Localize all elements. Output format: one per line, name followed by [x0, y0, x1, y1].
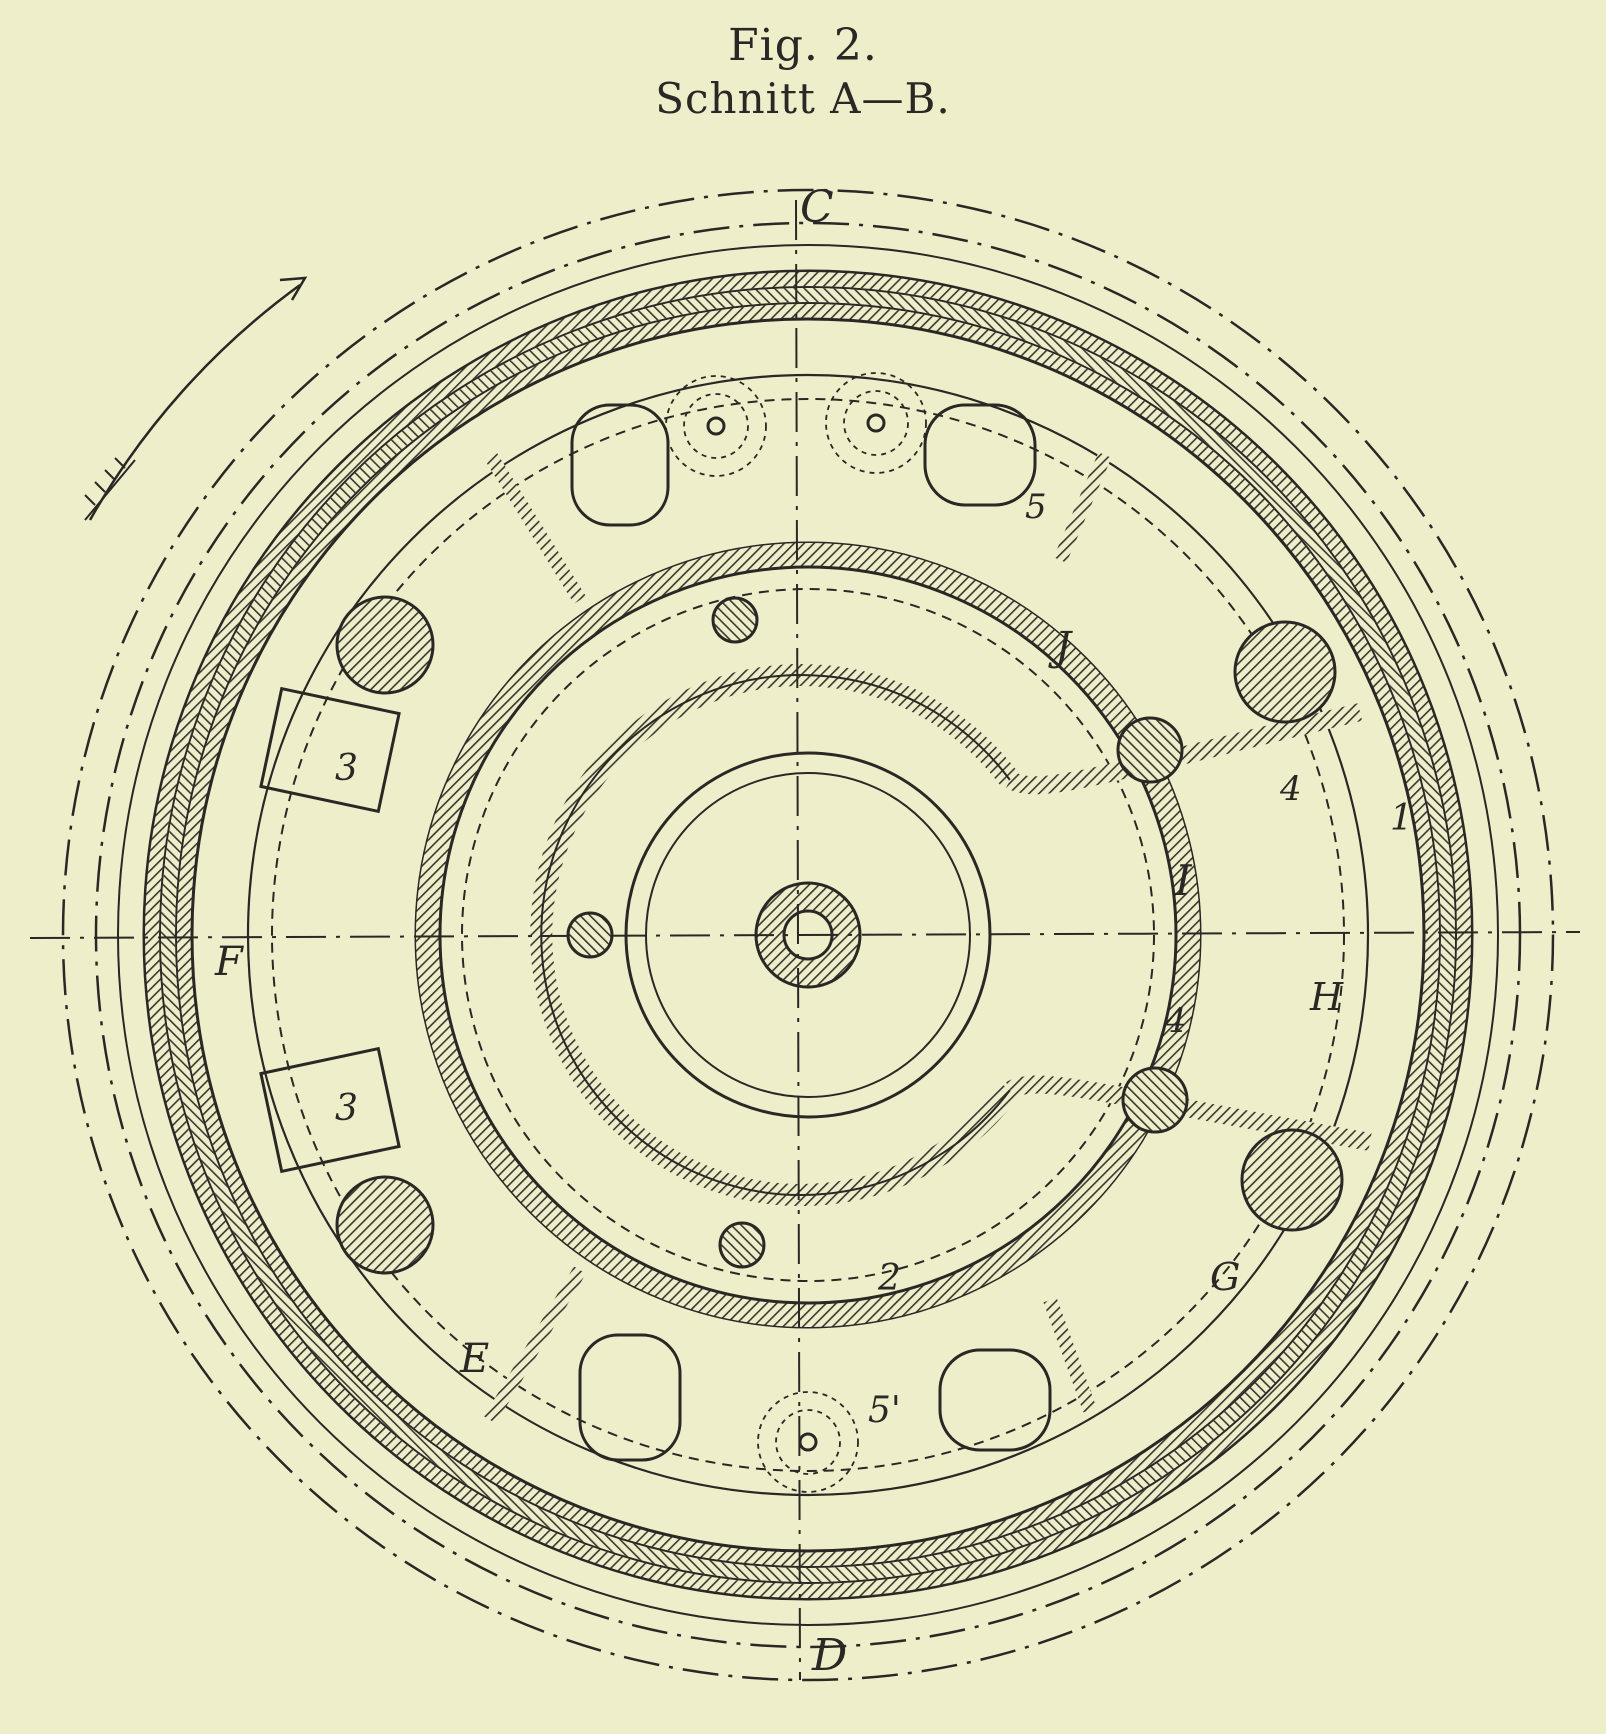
- window-top-right: [923, 403, 1037, 507]
- window-bottom-right: [938, 1348, 1052, 1452]
- window-top-left: [570, 403, 670, 527]
- outer-drum-ring: [142, 269, 1474, 1601]
- window-bottom-left: [578, 1333, 682, 1462]
- centerline-vertical: [795, 199, 801, 1681]
- centerline-horizontal: [29, 931, 1581, 939]
- label-3b: 3: [335, 1088, 358, 1129]
- label-F: F: [214, 939, 244, 985]
- label-C: C: [800, 182, 834, 233]
- dashed-circle-mid: [271, 398, 1345, 1472]
- spokes: [483, 451, 1112, 1424]
- outer-dashdot-circle-2: [94, 221, 1522, 1649]
- outer-thin-circle: [117, 244, 1499, 1626]
- outer-dashdot-circle-1: [61, 188, 1555, 1682]
- label-E: E: [459, 1336, 489, 1382]
- inner-brake-circle: [246, 373, 1370, 1497]
- label-2: 2: [877, 1258, 901, 1299]
- label-3a: 3: [335, 748, 358, 789]
- shoe-block-lower: [259, 1046, 401, 1174]
- label-I: I: [1174, 856, 1193, 905]
- arrow-feather: [84, 457, 136, 521]
- figure-subtitle: Schnitt A—B.: [655, 74, 951, 123]
- shoe-block-upper: [259, 686, 401, 814]
- label-5-prime: 5': [868, 1390, 901, 1431]
- label-H: H: [1309, 975, 1344, 1019]
- rotation-arrow-arc: [88, 283, 301, 521]
- hub-ring: [414, 541, 1202, 1329]
- label-4a: 4: [1279, 769, 1302, 809]
- bolt-circles: [665, 372, 927, 1493]
- label-5: 5: [1025, 487, 1047, 527]
- label-4b: 4: [1164, 1001, 1187, 1041]
- shaft-mid-circle: [645, 772, 971, 1098]
- label-G: G: [1210, 1255, 1240, 1299]
- label-1: 1: [1390, 798, 1413, 839]
- dashed-circle-inner: [461, 588, 1155, 1282]
- rotation-arrow-head: [279, 276, 308, 301]
- figure-title: Fig. 2.: [728, 20, 878, 71]
- rollers: [335, 595, 1344, 1275]
- label-D: D: [811, 1630, 847, 1681]
